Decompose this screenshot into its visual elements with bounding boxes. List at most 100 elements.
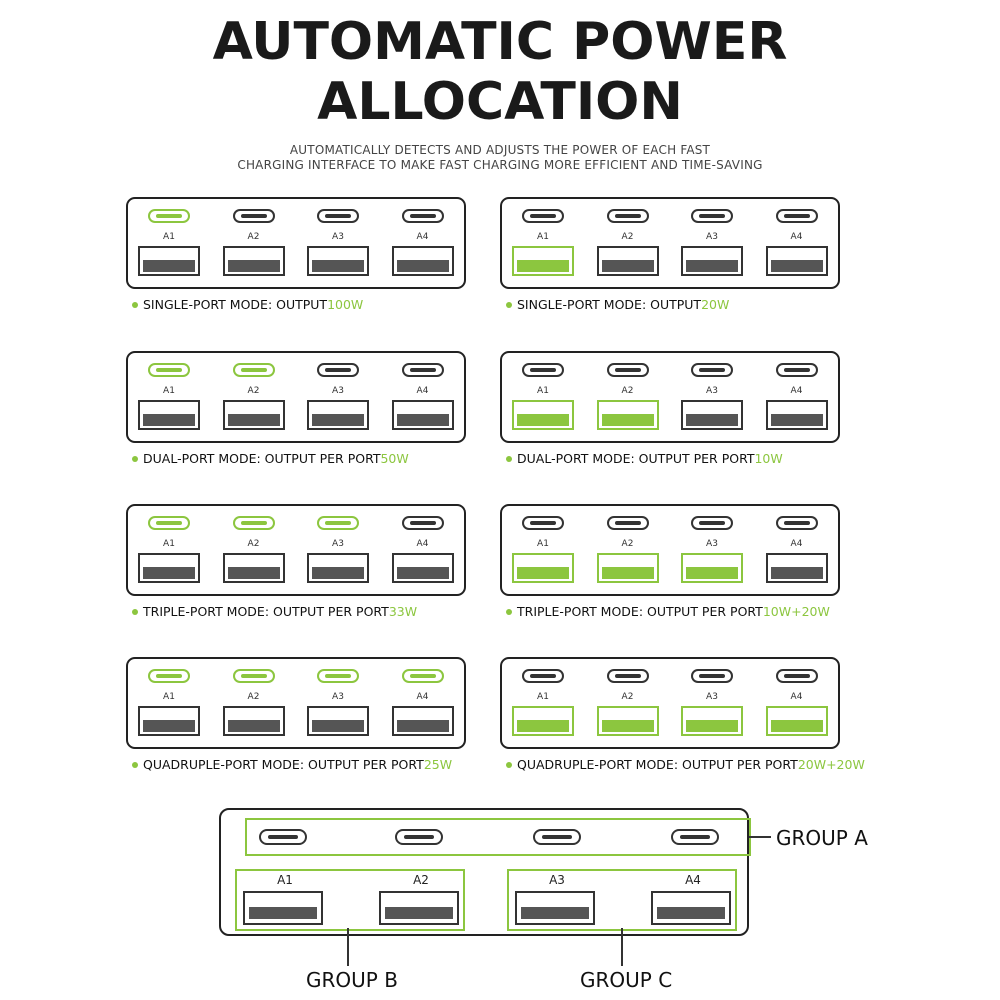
- group-b-label-2: A2: [413, 873, 429, 887]
- mode-caption: DUAL-PORT MODE: OUTPUT PER PORT50W: [132, 451, 409, 467]
- usb-a-port-icon: [596, 400, 659, 430]
- usb-c-port-icon: [775, 209, 818, 223]
- usb-c-port-icon: [775, 669, 818, 683]
- usb-c-port-icon: [401, 516, 444, 530]
- usb-a-port-icon: [596, 246, 659, 276]
- mode-output-value: 10W+20W: [762, 604, 830, 619]
- group-a-connector: [749, 836, 771, 838]
- subtitle-line1: AUTOMATICALLY DETECTS AND ADJUSTS THE PO…: [289, 143, 711, 157]
- port-label: A1: [163, 386, 175, 396]
- usb-a-port-icon: [512, 246, 574, 276]
- mode-caption-text: DUAL-PORT MODE: OUTPUT PER PORT: [143, 451, 381, 466]
- bullet-dot-icon: [132, 761, 138, 768]
- bullet-dot-icon: [132, 455, 138, 462]
- port-label: A4: [416, 386, 429, 396]
- usb-a-port-icon: [681, 706, 743, 736]
- usb-a-port-icon: [222, 553, 285, 583]
- usb-c-port-icon: [775, 363, 818, 377]
- port-label: A4: [790, 386, 803, 396]
- port-label: A3: [706, 386, 718, 396]
- usb-c-port-icon: [232, 669, 275, 683]
- usb-c-port-icon: [691, 209, 733, 223]
- usb-a-port-icon: [681, 246, 743, 276]
- port-label: A1: [537, 539, 549, 549]
- mode-caption: QUADRUPLE-PORT MODE: OUTPUT PER PORT25W: [132, 757, 452, 773]
- usb-c-port-icon: [148, 669, 190, 683]
- group-a-usbc-1-icon: [259, 829, 307, 845]
- port-label: A2: [621, 232, 634, 242]
- usb-a-port-icon: [391, 246, 454, 276]
- usb-c-port-icon: [522, 209, 564, 223]
- usb-c-port-icon: [606, 363, 649, 377]
- port-label: A4: [790, 232, 803, 242]
- group-c-usba-2-icon: [651, 891, 731, 925]
- port-label: A2: [621, 386, 634, 396]
- usb-a-port-icon: [765, 706, 828, 736]
- port-label: A3: [706, 539, 718, 549]
- group-c-label-1: A3: [549, 873, 565, 887]
- group-c-label: GROUP C: [580, 968, 673, 992]
- usb-a-port-icon: [391, 706, 454, 736]
- usb-c-port-icon: [775, 516, 818, 530]
- port-label: A1: [163, 692, 175, 702]
- port-label: A1: [163, 232, 175, 242]
- group-b-usba-2-icon: [379, 891, 459, 925]
- usb-c-port-icon: [232, 516, 275, 530]
- usb-a-port-icon: [138, 400, 200, 430]
- port-label: A1: [537, 386, 549, 396]
- usb-a-port-icon: [307, 706, 369, 736]
- mode-caption-text: TRIPLE-PORT MODE: OUTPUT PER PORT: [143, 604, 389, 619]
- usb-c-port-icon: [148, 209, 190, 223]
- usb-c-port-icon: [401, 669, 444, 683]
- bullet-dot-icon: [132, 301, 138, 308]
- usb-c-port-icon: [691, 516, 733, 530]
- usb-c-port-icon: [317, 516, 359, 530]
- port-label: A2: [247, 539, 260, 549]
- usb-a-port-icon: [681, 553, 743, 583]
- usb-a-port-icon: [307, 400, 369, 430]
- usb-a-port-icon: [222, 246, 285, 276]
- bullet-dot-icon: [132, 608, 138, 615]
- mode-output-value: 100W: [327, 297, 364, 312]
- usb-c-port-icon: [691, 669, 733, 683]
- port-label: A2: [247, 692, 260, 702]
- usb-c-port-icon: [232, 363, 275, 377]
- mode-output-value: 20W+20W: [797, 757, 865, 772]
- mode-caption: SINGLE-PORT MODE: OUTPUT20W: [506, 297, 729, 313]
- port-label: A4: [790, 539, 803, 549]
- mode-caption-text: SINGLE-PORT MODE: OUTPUT: [517, 297, 702, 312]
- usb-a-port-icon: [138, 553, 200, 583]
- usb-a-port-icon: [512, 400, 574, 430]
- port-label: A2: [247, 232, 260, 242]
- mode-caption-text: DUAL-PORT MODE: OUTPUT PER PORT: [517, 451, 755, 466]
- group-a-usbc-4-icon: [671, 829, 719, 845]
- usb-c-port-icon: [401, 209, 444, 223]
- port-label: A3: [706, 692, 718, 702]
- usb-c-port-icon: [606, 669, 649, 683]
- port-label: A4: [790, 692, 803, 702]
- usb-c-port-icon: [401, 363, 444, 377]
- mode-output-value: 25W: [423, 757, 453, 772]
- group-b-box: A1 A2: [235, 869, 465, 931]
- mode-output-value: 20W: [701, 297, 730, 312]
- usb-a-port-icon: [391, 400, 454, 430]
- usb-c-port-icon: [148, 516, 190, 530]
- port-label: A2: [621, 539, 634, 549]
- mode-caption-text: SINGLE-PORT MODE: OUTPUT: [143, 297, 328, 312]
- usb-c-port-icon: [522, 363, 564, 377]
- port-label: A2: [247, 386, 260, 396]
- group-a-usbc-2-icon: [395, 829, 443, 845]
- group-c-connector: [621, 928, 623, 966]
- page-title-line2: ALLOCATION: [317, 72, 683, 132]
- port-label: A2: [621, 692, 634, 702]
- group-c-usba-1-icon: [515, 891, 595, 925]
- group-c-box: A3 A4: [507, 869, 737, 931]
- subtitle-line2: CHARGING INTERFACE TO MAKE FAST CHARGING…: [237, 158, 763, 172]
- mode-caption: DUAL-PORT MODE: OUTPUT PER PORT10W: [506, 451, 783, 467]
- usb-a-port-icon: [222, 706, 285, 736]
- usb-c-port-icon: [232, 209, 275, 223]
- mode-caption-text: QUADRUPLE-PORT MODE: OUTPUT PER PORT: [517, 757, 798, 772]
- usb-c-port-icon: [522, 669, 564, 683]
